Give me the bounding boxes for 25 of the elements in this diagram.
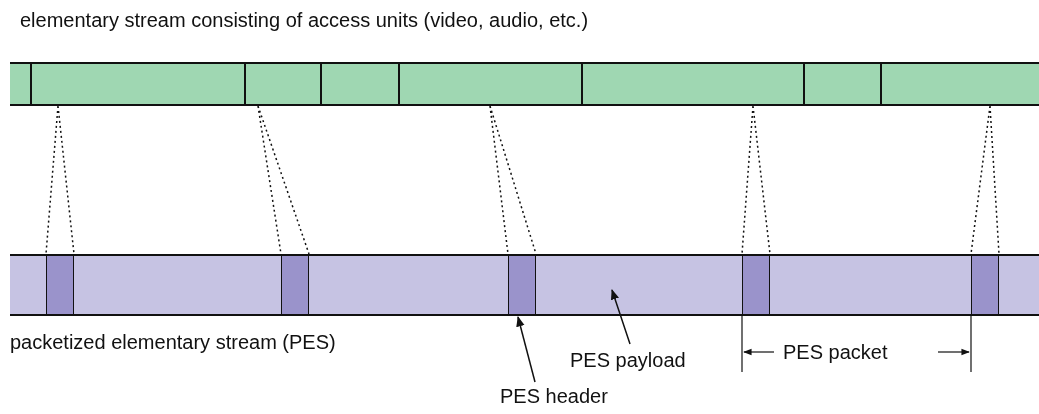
- access-unit: [882, 62, 1039, 106]
- pes-header-block: [281, 256, 309, 314]
- pes-header-block: [971, 256, 999, 314]
- access-unit: [32, 62, 246, 106]
- access-unit: [322, 62, 400, 106]
- access-unit: [805, 62, 882, 106]
- mapping-line: [489, 105, 537, 255]
- access-unit: [583, 62, 805, 106]
- pes-header-block: [508, 256, 536, 314]
- header-label: PES header: [500, 384, 608, 408]
- stream-caption: packetized elementary stream (PES): [10, 330, 336, 354]
- access-unit: [400, 62, 583, 106]
- pes-header-block: [742, 256, 770, 314]
- dimension-label: PES packet: [783, 340, 888, 364]
- leader-arrow: [611, 289, 631, 345]
- payload-label: PES payload: [570, 348, 686, 372]
- mapping-line: [741, 105, 771, 255]
- access-unit: [246, 62, 322, 106]
- stream-title: elementary stream consisting of access units (video, audio, etc.): [20, 8, 589, 32]
- leader-arrow: [516, 316, 536, 383]
- mapping-line: [45, 105, 75, 255]
- mapping-line: [970, 105, 1000, 255]
- access-unit: [10, 62, 32, 106]
- mapping-line: [257, 105, 310, 255]
- pes-header-block: [46, 256, 74, 314]
